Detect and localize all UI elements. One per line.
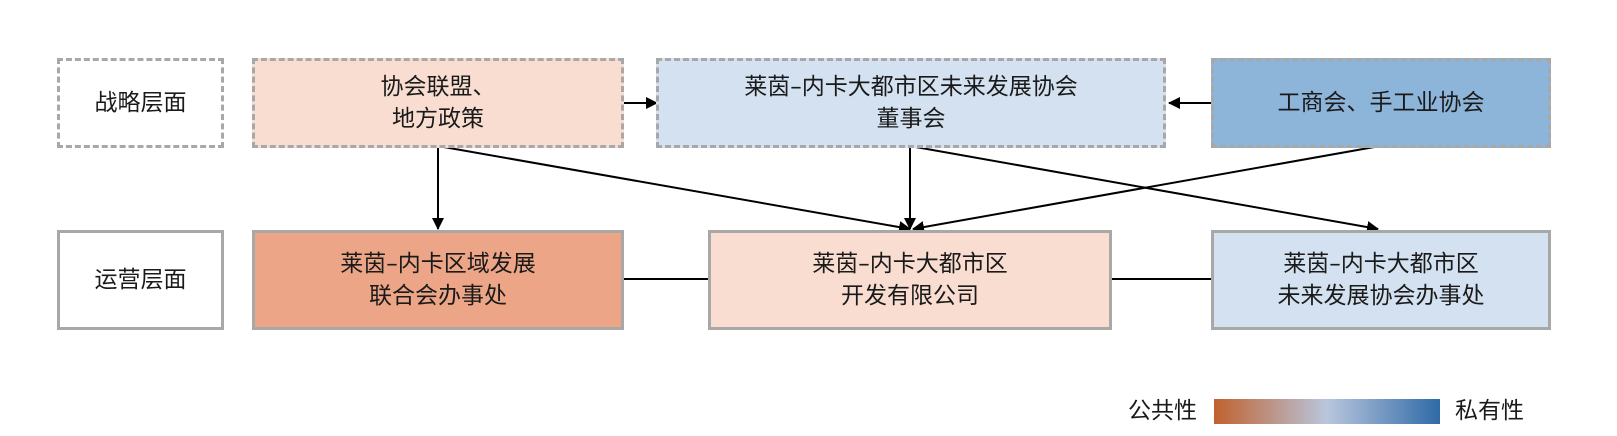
level-operational-label: 运营层面 — [94, 267, 187, 293]
node-assoc-office-line-1: 莱茵–内卡大都市区 — [1283, 251, 1479, 277]
node-board-line-1: 莱茵–内卡大都市区未来发展协会 — [744, 74, 1078, 100]
node-union-office: 莱茵–内卡区域发展 联合会办事处 — [252, 230, 624, 330]
node-assoc-office: 莱茵–内卡大都市区 未来发展协会办事处 — [1211, 230, 1551, 330]
node-board: 莱茵–内卡大都市区未来发展协会 董事会 — [656, 58, 1166, 148]
legend-right-label: 私有性 — [1455, 398, 1524, 424]
node-alliance: 协会联盟、 地方政策 — [252, 58, 624, 148]
node-union-office-line-2: 联合会办事处 — [369, 283, 507, 309]
legend-left-label: 公共性 — [1128, 398, 1197, 424]
node-chamber-line-1: 工商会、手工业协会 — [1277, 90, 1485, 116]
node-dev-company: 莱茵–内卡大都市区 开发有限公司 — [708, 230, 1112, 330]
node-assoc-office-line-2: 未来发展协会办事处 — [1277, 283, 1485, 309]
arrow-chamber-to-dev-company — [912, 145, 1381, 233]
legend-gradient-bar — [1214, 399, 1440, 424]
node-alliance-line-1: 协会联盟、 — [380, 74, 496, 100]
level-strategic-label: 战略层面 — [94, 90, 187, 116]
node-chamber: 工商会、手工业协会 — [1211, 58, 1551, 148]
node-board-line-2: 董事会 — [876, 106, 946, 132]
node-dev-company-line-2: 开发有限公司 — [841, 283, 979, 309]
node-dev-company-line-1: 莱茵–内卡大都市区 — [812, 251, 1008, 277]
arrow-alliance-to-dev-company — [437, 145, 911, 234]
node-alliance-line-2: 地方政策 — [392, 106, 484, 132]
level-operational: 运营层面 — [57, 230, 224, 330]
level-strategic: 战略层面 — [57, 58, 224, 148]
node-union-office-line-1: 莱茵–内卡区域发展 — [340, 251, 536, 277]
